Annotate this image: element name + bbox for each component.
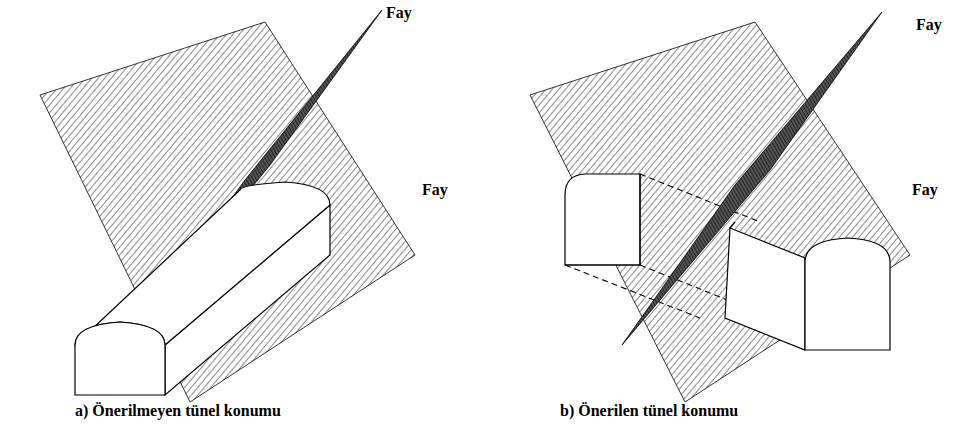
panel-a [40,10,415,402]
fault-label: Fay [916,16,942,34]
panel-b [530,12,910,402]
fault-label: Fay [422,181,448,199]
tunnel [565,174,640,265]
panel-caption: b) Önerilen tünel konumu [560,402,738,420]
fault-plane [40,22,415,402]
fault-label: Fay [386,4,412,22]
panel-caption: a) Önerilmeyen tünel konumu [75,402,281,420]
fault-label: Fay [912,181,938,199]
tunnel [75,182,330,395]
tunnel [725,222,890,350]
